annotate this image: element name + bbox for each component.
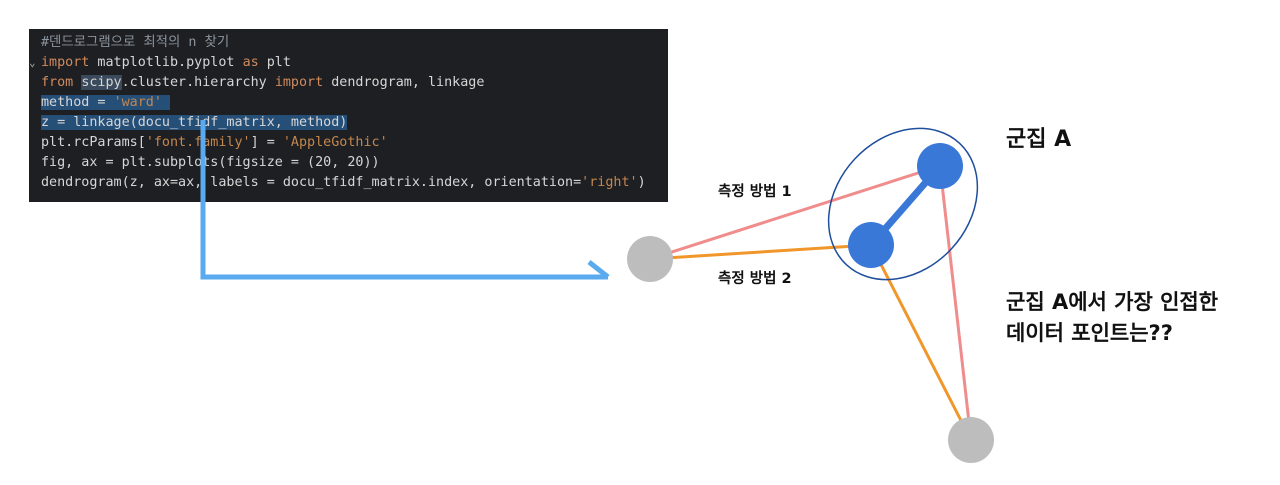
code-keyword: import (41, 55, 90, 70)
code-string: 'ward' (113, 95, 162, 110)
code-text: method = (41, 95, 114, 110)
code-string: 'right' (581, 175, 638, 190)
selection-highlight: z = linkage(docu_tfidf_matrix, method) (41, 115, 348, 130)
fold-chevron-icon[interactable]: ⌄ (29, 56, 36, 69)
code-line-import: ⌄ import matplotlib.pyplot as plt (29, 53, 668, 73)
code-line-linkage: z = linkage(docu_tfidf_matrix, method) (29, 113, 668, 133)
selection-highlight: method = 'ward' (41, 95, 170, 110)
question-line-2: 데이터 포인트는?? (1006, 321, 1173, 345)
measure1-line-bottom (938, 165, 973, 441)
code-string: 'AppleGothic' (282, 135, 388, 150)
data-point-bottom (948, 417, 994, 463)
arrow-head (587, 260, 610, 279)
question-line-1: 군집 A에서 가장 인접한 (1006, 290, 1219, 314)
code-text: dendrogram(z, ax=ax, labels = docu_tfidf… (41, 175, 582, 190)
question-text: 군집 A에서 가장 인접한 데이터 포인트는?? (1006, 287, 1218, 349)
code-keyword: from (41, 75, 74, 90)
code-text: ) (637, 175, 646, 190)
code-line-from: from scipy.cluster.hierarchy import dend… (29, 73, 668, 93)
code-text: plt (258, 55, 291, 70)
code-line-comment: #덴드로그램으로 최적의 n 찾기 (29, 33, 668, 53)
code-line-dendrogram: dendrogram(z, ax=ax, labels = docu_tfidf… (29, 173, 668, 193)
code-text: dendrogram, linkage (323, 75, 485, 90)
code-keyword: as (242, 55, 259, 70)
code-keyword: import (274, 75, 324, 90)
cluster-node-top (917, 143, 963, 189)
code-text: plt.rcParams[ (41, 135, 146, 150)
code-text: matplotlib.pyplot (89, 55, 243, 70)
code-line-rcparams: plt.rcParams['font.family'] = 'AppleGoth… (29, 133, 668, 153)
code-editor-panel: #덴드로그램으로 최적의 n 찾기 ⌄ import matplotlib.pyp… (29, 29, 668, 202)
code-string: 'font.family' (145, 135, 251, 150)
measure1-line-left (649, 164, 941, 261)
measure2-label: 측정 방법 2 (718, 271, 792, 287)
measure2-line-bottom (869, 244, 973, 441)
measure1-label: 측정 방법 1 (718, 184, 792, 200)
code-text: .cluster.hierarchy (121, 75, 275, 90)
code-module-highlight: scipy (81, 75, 122, 90)
connector-arrow (200, 120, 608, 280)
cluster-a-ellipse (827, 127, 979, 281)
code-text: ] = (250, 135, 283, 150)
cluster-node-bottom (848, 222, 894, 268)
cluster-a-label: 군집 A (1006, 127, 1072, 152)
code-line-method: method = 'ward' (29, 93, 668, 113)
data-point-left (627, 236, 673, 282)
code-comment: #덴드로그램으로 최적의 n 찾기 (41, 35, 230, 50)
